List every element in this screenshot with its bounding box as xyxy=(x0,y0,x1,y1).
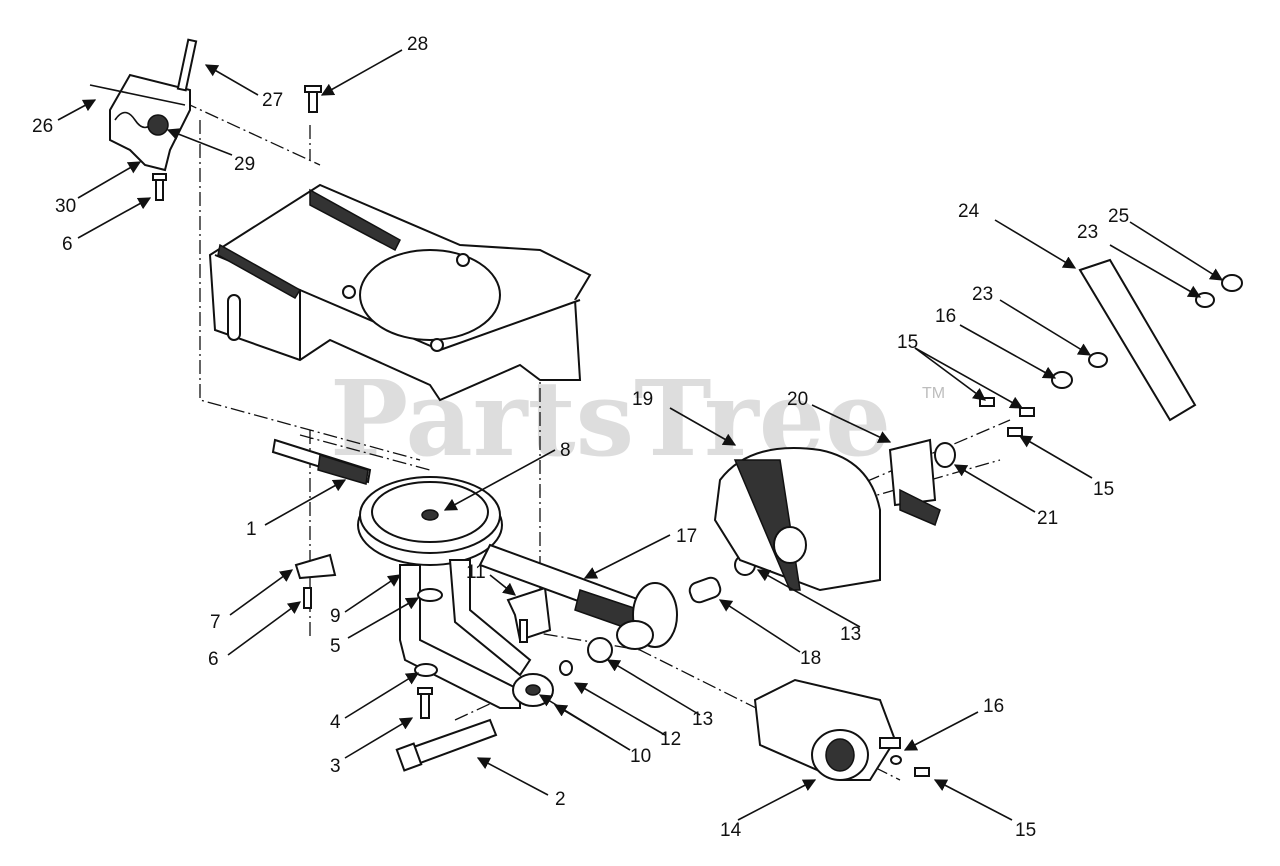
lower-bolts xyxy=(395,663,498,772)
callout-26: 26 xyxy=(32,116,53,137)
callout-27: 27 xyxy=(262,90,283,111)
callout-13: 13 xyxy=(840,624,861,645)
callout-14: 14 xyxy=(720,820,742,841)
callout-2: 2 xyxy=(555,789,566,810)
auger-cover xyxy=(713,447,881,592)
callout-12: 12 xyxy=(660,729,681,750)
callout-15: 15 xyxy=(1015,820,1036,841)
callout-17: 17 xyxy=(676,526,697,547)
motor-housing xyxy=(208,183,592,402)
callout-25: 25 xyxy=(1108,206,1129,227)
callout-6: 6 xyxy=(208,649,219,670)
spring-shaft xyxy=(271,438,372,485)
gear-sprocket xyxy=(147,114,169,136)
watermark-trademark: TM xyxy=(922,385,945,402)
callout-18: 18 xyxy=(800,648,821,669)
impeller-blade xyxy=(1051,258,1243,422)
callout-15: 15 xyxy=(897,332,918,353)
callout-15: 15 xyxy=(1093,479,1114,500)
callout-30: 30 xyxy=(55,196,76,217)
bolts-top xyxy=(152,85,322,201)
callout-labels: 26 27 28 29 30 6 24 25 23 23 16 15 19 20… xyxy=(32,34,1129,841)
callout-7: 7 xyxy=(210,612,221,633)
shift-bracket-assembly xyxy=(89,38,198,172)
callout-29: 29 xyxy=(234,154,255,175)
callout-9: 9 xyxy=(330,606,341,627)
clips xyxy=(294,553,552,643)
bearing-plate xyxy=(888,397,1035,527)
callout-10: 10 xyxy=(630,746,651,767)
callout-6: 6 xyxy=(62,234,73,255)
gear-case xyxy=(753,678,930,781)
callout-1: 1 xyxy=(246,519,257,540)
callout-5: 5 xyxy=(330,636,341,657)
callout-13: 13 xyxy=(692,709,713,730)
callout-11: 11 xyxy=(466,562,486,583)
callout-24: 24 xyxy=(958,201,980,222)
callout-16: 16 xyxy=(935,306,956,327)
callout-4: 4 xyxy=(330,712,341,733)
callout-28: 28 xyxy=(407,34,428,55)
callout-23: 23 xyxy=(1077,222,1098,243)
callout-16: 16 xyxy=(983,696,1004,717)
callout-8: 8 xyxy=(560,440,571,461)
callout-23: 23 xyxy=(972,284,993,305)
callout-19: 19 xyxy=(632,389,653,410)
callout-20: 20 xyxy=(787,389,808,410)
drive-pulley xyxy=(357,476,503,566)
callout-3: 3 xyxy=(330,756,341,777)
callout-21: 21 xyxy=(1037,508,1058,529)
auger-shaft xyxy=(478,543,756,676)
leader-lines xyxy=(57,49,1224,821)
